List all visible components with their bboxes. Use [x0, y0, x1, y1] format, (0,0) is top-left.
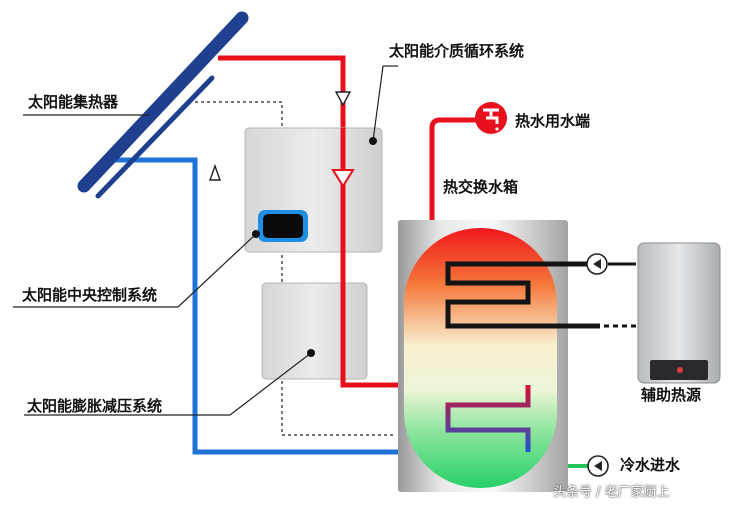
leader-lines — [13, 65, 398, 416]
label-collector: 太阳能集热器 — [28, 93, 119, 111]
valve-icon — [586, 253, 608, 275]
upper-heating-coil — [445, 261, 600, 329]
solar-collector-panel[interactable] — [77, 11, 249, 193]
flow-arrow-icon — [334, 91, 352, 107]
label-aux-heater: 辅助热源 — [641, 386, 702, 404]
label-expansion: 太阳能膨胀减压系统 — [27, 397, 163, 415]
watermark: 头条号 / 老厂家厨上 — [553, 485, 670, 500]
anchor-dot — [307, 349, 315, 357]
anchor-dot — [252, 230, 260, 238]
exchange-tank-inner[interactable] — [404, 228, 557, 488]
label-exchange-tank: 热交换水箱 — [443, 178, 519, 196]
control-display-screen — [263, 214, 303, 238]
lower-solar-coil — [445, 385, 531, 452]
label-medium-loop: 太阳能介质循环系统 — [389, 42, 525, 60]
label-hot-outlet: 热水用水端 — [515, 112, 591, 130]
label-cold-inlet: 冷水进水 — [620, 456, 681, 474]
anchor-dot — [369, 137, 377, 145]
flow-arrow-icon — [209, 163, 221, 181]
solar-collector-frame — [95, 75, 215, 199]
expansion-tank-box[interactable] — [261, 282, 368, 380]
pump-icon — [331, 169, 355, 188]
hot-water-outlet-pipe — [429, 117, 478, 245]
aux-heater-indicator — [677, 367, 683, 373]
valve-icon — [587, 455, 609, 477]
faucet-icon[interactable] — [475, 102, 507, 134]
aux-heater-unit[interactable] — [637, 242, 721, 384]
label-central-control: 太阳能中央控制系统 — [22, 286, 158, 304]
